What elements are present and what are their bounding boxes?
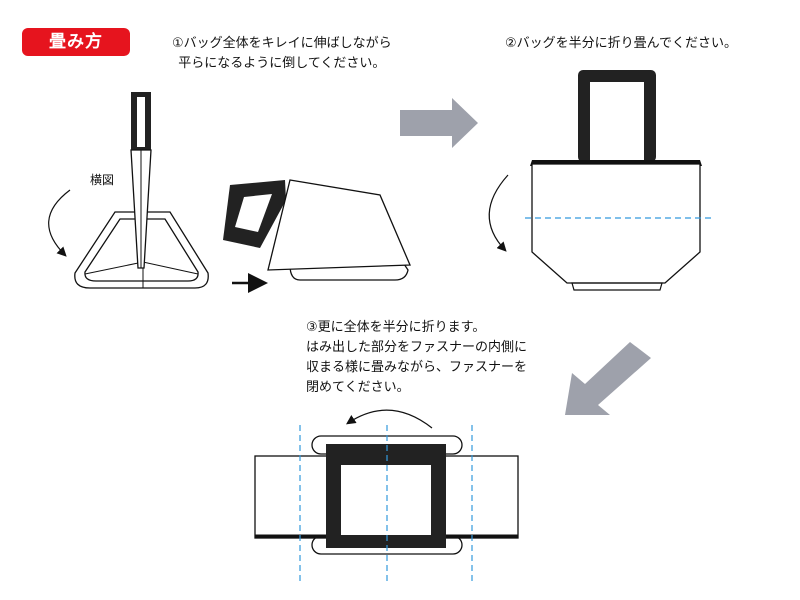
side-view-label: 横図 [90, 173, 115, 187]
step3-caption: ③更に全体を半分に折ります。 はみ出した部分をファスナーの内側に 収まる様に畳み… [306, 318, 527, 398]
step1-line2: 平らになるように倒してください。 [178, 56, 386, 71]
curved-arrow-icon [488, 174, 509, 252]
curved-arrow-icon [48, 189, 71, 257]
step3-line4: 閉めてください。 [306, 380, 410, 395]
step2-line1: ②バッグを半分に折り畳んでください。 [505, 36, 738, 51]
fold-lines-step3 [299, 425, 473, 585]
section-title-badge: 畳み方 [22, 28, 130, 56]
tilted-bag [223, 179, 411, 281]
side-view-handle [130, 92, 152, 269]
big-arrow-down-left-icon [565, 342, 651, 415]
step3-line3: 収まる様に畳みながら、ファスナーを [306, 360, 528, 375]
step1-caption: ①バッグ全体をキレイに伸ばしながら 平らになるように倒してください。 [172, 34, 392, 74]
flat-bag [530, 70, 702, 291]
step3-line1: ③更に全体を半分に折ります。 [306, 320, 486, 335]
step2-caption: ②バッグを半分に折り畳んでください。 [505, 34, 737, 54]
curved-arrow-icon [346, 409, 433, 429]
big-arrow-right-icon [400, 98, 478, 148]
step1-line1: ①バッグ全体をキレイに伸ばしながら [172, 36, 392, 51]
step3-line2: はみ出した部分をファスナーの内側に [306, 340, 528, 355]
